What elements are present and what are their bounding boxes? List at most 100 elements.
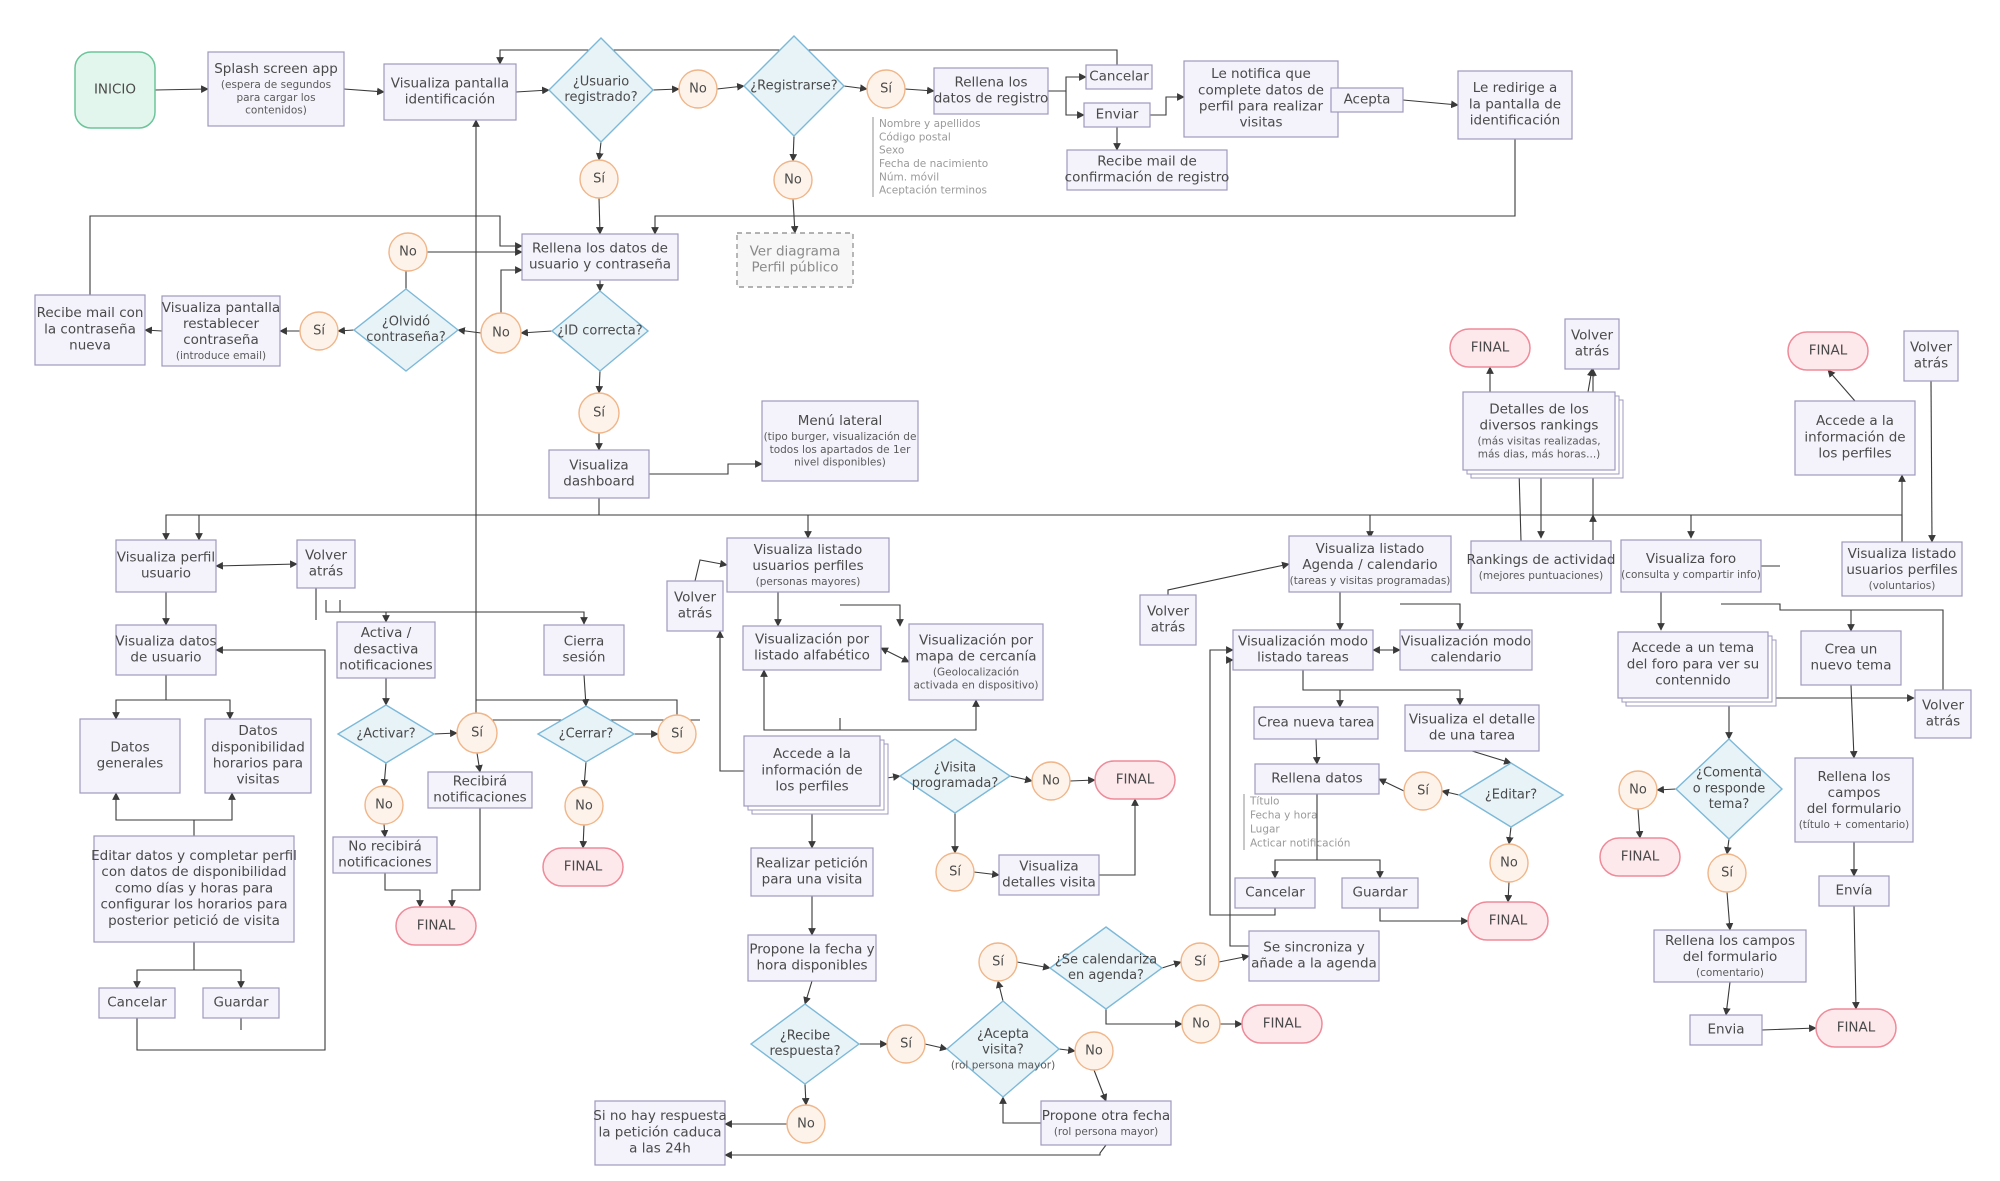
senior-profiles-label: Accede a la (773, 746, 851, 762)
no-scheduled-label: No (1042, 773, 1060, 788)
toggle-notif-label: desactiva (354, 641, 419, 657)
notify-profile-box (1183, 60, 1339, 138)
notify-profile-label: Le notifica que (1211, 66, 1311, 82)
task-detail-box (1404, 704, 1540, 752)
new-pwd-mail-label: Recibe mail con (37, 305, 144, 321)
connector-127 (1723, 981, 1731, 1016)
q-activate-node: ¿Activar? (336, 704, 436, 764)
reset-screen-label: restablecer (183, 316, 260, 332)
no-edit-circle (1489, 843, 1529, 883)
fill-comment-sublabel: (comentario) (1696, 967, 1764, 979)
back-agenda-label: atrás (1151, 619, 1185, 635)
si-id-circle (578, 392, 620, 434)
connector-20 (520, 328, 553, 337)
fill-topic-label: campos (1828, 785, 1881, 801)
accept-top-box (1330, 87, 1404, 113)
connector-31 (649, 460, 763, 475)
ranking-details-sublabel: más dias, más horas...) (1478, 448, 1601, 460)
registration-fields-item: Fecha de nacimiento (879, 158, 988, 170)
connector-86 (924, 1043, 948, 1052)
logout-label: Cierra (564, 633, 605, 649)
connector-94 (724, 1144, 1107, 1159)
back-volunteer-label: Volver (1910, 339, 1952, 355)
back-volunteer-label: atrás (1914, 355, 1948, 371)
connector-11 (1402, 99, 1459, 109)
back-seniors-label: Volver (674, 589, 716, 605)
connector-110 (1271, 794, 1318, 879)
connector-16 (789, 135, 798, 162)
fill-task-node: Rellena datos (1254, 763, 1380, 795)
cancel-profile-box (98, 987, 176, 1019)
no-activate-node: No (364, 785, 404, 825)
q-id-node: ¿ID correcta? (550, 290, 650, 372)
connector-0 (154, 85, 209, 93)
send-top-node: Enviar (1083, 102, 1151, 128)
request-visit-label: Realizar petición (756, 855, 868, 871)
new-topic-label: nuevo tema (1811, 657, 1892, 673)
final-scheduled-terminal (1094, 760, 1176, 800)
connector-50 (166, 699, 234, 720)
dashboard-label: dashboard (563, 473, 634, 489)
save-profile-box (202, 987, 280, 1019)
connector-120 (1721, 603, 1855, 632)
no-response-label: No (797, 1116, 815, 1131)
save-profile-node: Guardar (202, 987, 280, 1019)
fill-task-label: Rellena datos (1271, 770, 1362, 786)
connector-60 (380, 762, 389, 787)
si-close-circle (657, 714, 697, 754)
edit-profile-box (93, 835, 295, 943)
cancel-top-label: Cancelar (1089, 68, 1149, 84)
rankings-sublabel: (mejores puntuaciones) (1479, 570, 1603, 582)
si-accept-label: Sí (992, 954, 1004, 969)
general-data-box (79, 718, 181, 794)
list-seniors-label: Visualiza listado (754, 542, 863, 558)
save-profile-label: Guardar (214, 994, 269, 1010)
expire-label: a las 24h (629, 1141, 691, 1157)
connector-62 (384, 873, 424, 908)
no-scheduled-circle (1031, 761, 1071, 801)
final-volunteer-node: FINAL (1787, 331, 1869, 371)
dashboard-label: Visualiza (569, 457, 628, 473)
no-response-node: No (786, 1104, 826, 1144)
q-scheduled-label: programada? (912, 776, 999, 791)
si-edit-label: Sí (1417, 783, 1429, 798)
si-register-circle (866, 69, 906, 109)
connector-1 (343, 87, 385, 96)
q-response-diamond (749, 1003, 861, 1085)
availability-label: disponibilidad (211, 739, 305, 755)
forum-topic-label: Accede a un tema (1632, 640, 1754, 656)
rankings-box (1470, 540, 1612, 594)
connector-73 (840, 699, 980, 731)
send-top-box (1083, 102, 1151, 128)
no-calendar-label: No (1192, 1016, 1210, 1031)
final-calendar-label: FINAL (1263, 1015, 1302, 1031)
final-close-label: FINAL (564, 858, 603, 874)
si-activate-label: Sí (471, 725, 483, 740)
no-registered-label: No (689, 81, 707, 96)
si-response-node: Sí (886, 1024, 926, 1064)
final-task-label: FINAL (1489, 912, 1528, 928)
connector-64 (581, 674, 590, 707)
list-volunteers-label: Visualiza listado (1848, 546, 1957, 562)
connector-51 (112, 792, 195, 836)
si-register-node: Sí (866, 69, 906, 109)
dashboard-box (548, 449, 650, 499)
will-receive-box (427, 771, 533, 809)
si-comment-circle (1707, 853, 1747, 893)
si-calendar-node: Sí (1180, 942, 1220, 982)
map-view-label: mapa de cercanía (916, 649, 1037, 665)
connector-111 (1317, 859, 1384, 879)
edit-profile-label: como días y horas para (115, 880, 273, 896)
other-date-node: Propone otra fecha(rol persona mayor) (1040, 1100, 1172, 1146)
